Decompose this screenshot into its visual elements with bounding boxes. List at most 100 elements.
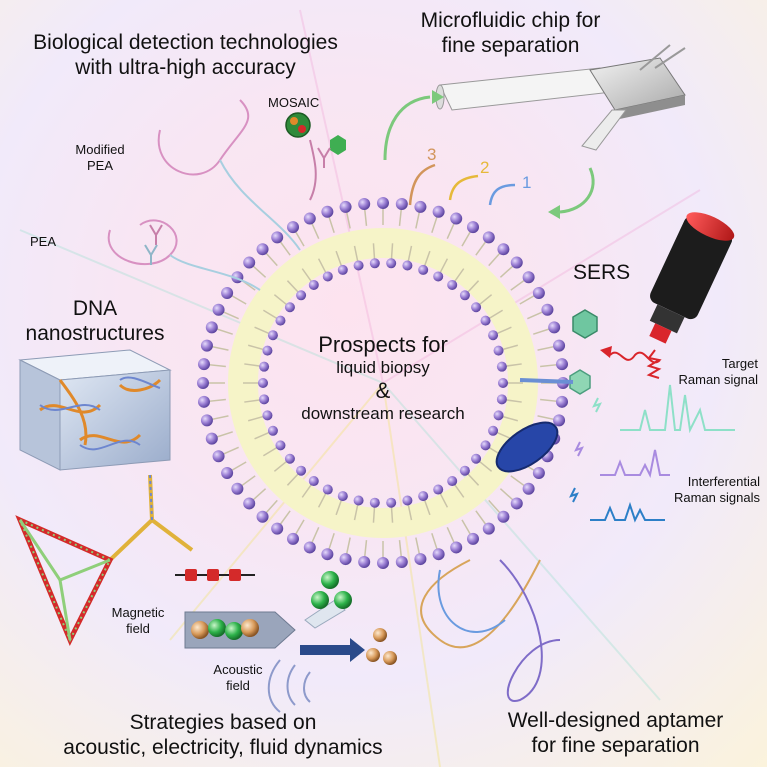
lipid-head (553, 339, 566, 352)
lipid-head (262, 345, 273, 356)
lipid-head (395, 197, 408, 210)
lipid-head (447, 279, 458, 290)
lipid-head (271, 231, 284, 244)
lipid-head (308, 279, 319, 290)
lipid-head (353, 495, 364, 506)
lipid-head (497, 510, 510, 523)
lipid-head (256, 243, 269, 256)
lipid-head (447, 476, 458, 487)
center-caption-line1: liquid biopsy (336, 358, 430, 377)
separation-channel (184, 611, 296, 649)
sers-title: SERS (573, 261, 631, 284)
lipid-head (377, 557, 389, 569)
lipid-head (493, 345, 504, 356)
lipid-head (271, 522, 284, 535)
lipid-head (258, 378, 268, 388)
magnetic-field-label-line1: Magnetic (111, 605, 165, 620)
center-caption-line2: downstream research (301, 404, 465, 423)
dna-nanostructures-line2: nanostructures (25, 322, 165, 345)
aptamer-target-ellipse (495, 421, 559, 473)
lipid-head (358, 197, 371, 210)
lipid-head (522, 271, 535, 284)
step-1-label: 1 (522, 173, 532, 192)
lipid-head (369, 497, 380, 508)
lipid-head (433, 271, 444, 282)
acoustic-field-label: Acoustic field (208, 662, 268, 694)
magnetic-field-label: Magnetic field (108, 605, 168, 637)
lipid-head (221, 287, 234, 299)
membrane-proteins (495, 309, 598, 473)
lipid-head (541, 303, 554, 316)
step-3-label: 3 (427, 145, 437, 164)
lipid-head (480, 315, 491, 326)
lipid-head (296, 290, 307, 301)
microfluidic-chip (435, 44, 686, 151)
lipid-head (433, 484, 444, 495)
dna-nanostructures-line1: DNA (72, 297, 118, 320)
lipid-head (321, 548, 334, 561)
lipid-head (200, 414, 213, 427)
lipid-head (482, 522, 495, 535)
lipid-bilayer-membrane (197, 197, 569, 569)
lipid-head (287, 221, 299, 234)
lipid-head (556, 395, 569, 408)
lipid-head (471, 302, 482, 313)
aptamer-strands (420, 559, 561, 702)
lipid-head (432, 205, 445, 218)
lipid-head (262, 410, 273, 421)
target-raman-label-line1: Target (721, 356, 758, 371)
lipid-head (337, 264, 348, 275)
lipid-head (418, 491, 429, 502)
center-caption: Prospects for liquid biopsy & downstream… (263, 332, 503, 424)
lipid-head (256, 510, 269, 523)
lipid-head (493, 410, 504, 421)
lipid-head (275, 440, 286, 451)
lipid-head (212, 303, 225, 316)
lipid-head (510, 497, 523, 510)
lipid-head (510, 256, 523, 269)
hexagon-ligand-icon (569, 369, 591, 395)
magnetic-field-label-line2: field (126, 621, 150, 636)
y-shaped-dna (108, 474, 194, 562)
lipid-head (339, 200, 352, 213)
mosaic-complex (285, 112, 346, 201)
center-caption-ampersand: & (375, 378, 391, 403)
interferential-raman-label-line1: Interferential (687, 474, 760, 489)
lipid-head (308, 476, 319, 487)
step-2-label: 2 (480, 158, 490, 177)
lipid-head (358, 556, 371, 569)
acoustic-field-label-line1: Acoustic (213, 662, 263, 677)
lipid-head (450, 541, 463, 554)
lipid-head (296, 465, 307, 476)
lipid-head (497, 243, 510, 256)
lipid-head (259, 394, 270, 405)
target-raman-spectrum (620, 384, 735, 434)
modified-pea-label: Modified PEA (70, 142, 130, 174)
bio-detection-title-line2: with ultra-high accuracy (75, 56, 296, 79)
lipid-head (459, 290, 470, 301)
lipid-head (556, 358, 569, 371)
modified-pea-label-line1: Modified (75, 142, 125, 157)
acoustic-waves (267, 659, 311, 713)
scattered-signal-marks (569, 397, 602, 503)
lipid-head (212, 450, 225, 463)
lipid-head (221, 467, 234, 479)
lipid-head (386, 258, 397, 269)
lipid-head (532, 467, 545, 479)
lipid-head (267, 425, 278, 436)
lipid-head (482, 231, 495, 244)
pea-molecules (107, 99, 301, 291)
lipid-head (402, 260, 413, 271)
microfluidic-title-line2: fine separation (441, 34, 580, 57)
hexagon-marker-icon (572, 309, 598, 339)
acoustic-field-label-line2: field (226, 678, 250, 693)
target-raman-label-line2: Raman signal (678, 372, 759, 387)
interferential-raman-label-line2: Raman signals (674, 490, 760, 505)
lipid-head (450, 212, 463, 225)
interferential-raman-spectrum-1 (600, 449, 670, 479)
lipid-head (303, 541, 316, 554)
lipid-head (197, 395, 210, 408)
lipid-head (369, 258, 380, 269)
lipid-head (467, 221, 479, 234)
